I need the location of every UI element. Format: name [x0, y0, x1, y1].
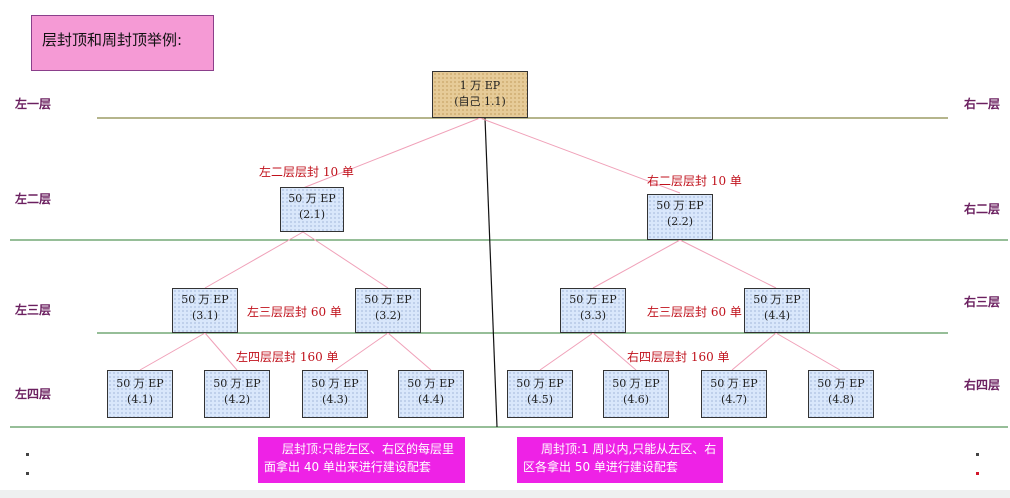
cap-label-left-l4: 左四层层封 160 单 [236, 350, 339, 364]
node-id: (4.8) [827, 393, 855, 406]
node-value: 50 万 EP [181, 293, 229, 306]
node-root: 1 万 EP (自己 1.1) [432, 71, 528, 118]
node-value: 50 万 EP [753, 293, 801, 306]
node-value: 50 万 EP [817, 377, 865, 390]
node-3-2: 50 万 EP (3.2) [355, 288, 421, 333]
level-right-2: 右二层 [964, 202, 1001, 216]
note-layer-cap: 层封顶:只能左区、右区的每层里 面拿出 40 单出来进行建设配套 [258, 437, 465, 483]
node-id: (4.6) [622, 393, 650, 406]
level-right-3: 右三层 [964, 295, 1001, 309]
node-value: 50 万 EP [311, 377, 359, 390]
node-id: (4.2) [223, 393, 251, 406]
node-value: 50 万 EP [288, 192, 336, 205]
node-4-4: 50 万 EP (4.4) [398, 370, 464, 418]
node-root-id: (自己 1.1) [454, 95, 506, 108]
node-id: (2.1) [298, 208, 326, 221]
node-3-1: 50 万 EP (3.1) [172, 288, 238, 333]
level-left-2: 左二层 [15, 192, 52, 206]
node-value: 50 万 EP [516, 377, 564, 390]
node-4-1: 50 万 EP (4.1) [107, 370, 173, 418]
note-layer-cap-line1: 层封顶:只能左区、右区的每层里 [282, 442, 455, 456]
node-id: (2.2) [666, 215, 694, 228]
note-week-cap-line2: 区各拿出 50 单进行建设配套 [523, 460, 678, 474]
note-week-cap: 周封顶:1 周以内,只能从左区、右 区各拿出 50 单进行建设配套 [517, 437, 723, 483]
node-id: (4.3) [321, 393, 349, 406]
node-3-3: 50 万 EP (3.3) [560, 288, 626, 333]
node-4-8: 50 万 EP (4.8) [808, 370, 874, 418]
note-week-cap-line1: 周封顶:1 周以内,只能从左区、右 [541, 442, 717, 456]
level-right-4: 右四层 [964, 378, 1001, 392]
node-3-4: 50 万 EP (4.4) [744, 288, 810, 333]
cap-label-right-l3: 左三层层封 60 单 [647, 305, 742, 319]
bottom-strip [0, 490, 1010, 498]
node-id: (4.4) [417, 393, 445, 406]
node-value: 50 万 EP [213, 377, 261, 390]
level-left-1: 左一层 [15, 97, 52, 111]
cap-label-right-l2: 右二层层封 10 单 [647, 174, 742, 188]
node-value: 50 万 EP [656, 199, 704, 212]
node-value: 50 万 EP [364, 293, 412, 306]
node-id: (4.1) [126, 393, 154, 406]
node-root-value: 1 万 EP [459, 79, 501, 92]
level-right-1: 右一层 [964, 97, 1001, 111]
node-id: (3.2) [374, 309, 402, 322]
node-id: (3.3) [579, 309, 607, 322]
diagram-title: 层封顶和周封顶举例: [31, 15, 214, 71]
node-value: 50 万 EP [612, 377, 660, 390]
divider-line [484, 117, 498, 428]
node-value: 50 万 EP [710, 377, 758, 390]
level-left-3: 左三层 [15, 303, 52, 317]
node-id: (4.7) [720, 393, 748, 406]
cap-label-left-l3: 左三层层封 60 单 [247, 305, 342, 319]
note-layer-cap-line2: 面拿出 40 单出来进行建设配套 [264, 460, 431, 474]
node-2-2: 50 万 EP (2.2) [647, 194, 713, 240]
dot [26, 453, 29, 456]
dot [26, 472, 29, 475]
node-4-3: 50 万 EP (4.3) [302, 370, 368, 418]
node-4-7: 50 万 EP (4.7) [701, 370, 767, 418]
node-id: (3.1) [191, 309, 219, 322]
dot [976, 453, 979, 456]
cap-label-left-l2: 左二层层封 10 单 [259, 165, 354, 179]
node-value: 50 万 EP [569, 293, 617, 306]
node-id: (4.5) [526, 393, 554, 406]
node-4-6: 50 万 EP (4.6) [603, 370, 669, 418]
cap-label-right-l4: 右四层层封 160 单 [627, 350, 730, 364]
dot [976, 472, 979, 475]
node-id: (4.4) [763, 309, 791, 322]
node-2-1: 50 万 EP (2.1) [280, 187, 344, 232]
node-4-2: 50 万 EP (4.2) [204, 370, 270, 418]
node-value: 50 万 EP [407, 377, 455, 390]
node-value: 50 万 EP [116, 377, 164, 390]
level-left-4: 左四层 [15, 387, 52, 401]
node-4-5: 50 万 EP (4.5) [507, 370, 573, 418]
